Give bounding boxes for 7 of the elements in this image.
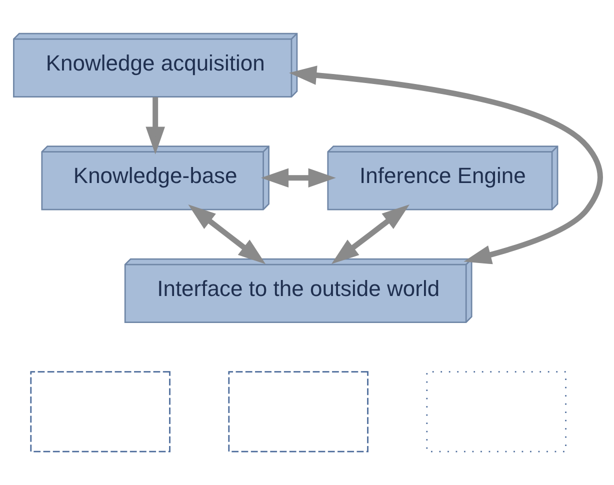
arrow bbox=[331, 204, 410, 264]
node-box bbox=[30, 371, 170, 452]
arrow bbox=[146, 97, 165, 154]
node-box bbox=[228, 371, 368, 452]
arrow bbox=[260, 168, 336, 188]
node-box bbox=[426, 371, 566, 452]
arrow bbox=[188, 204, 266, 264]
